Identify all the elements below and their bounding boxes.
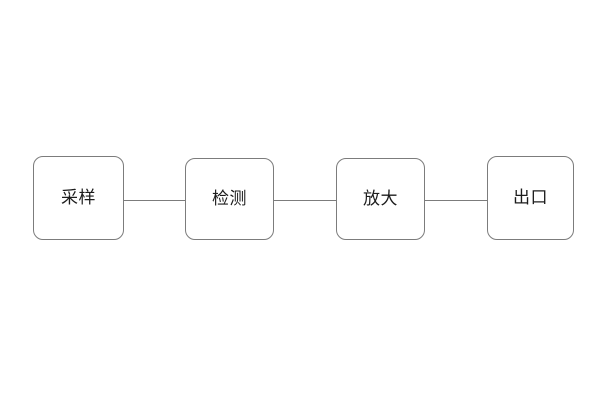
flow-node-label-amplification: 放大: [363, 188, 398, 209]
flow-node-amplification[interactable]: 放大: [336, 158, 425, 240]
flow-node-outlet[interactable]: 出口: [487, 156, 574, 240]
flow-node-label-sampling: 采样: [61, 187, 96, 208]
connector-detection-to-amplification: [274, 200, 336, 201]
flow-node-label-outlet: 出口: [513, 187, 548, 208]
flow-node-sampling[interactable]: 采样: [33, 156, 124, 240]
flow-node-label-detection: 检测: [212, 188, 247, 209]
connector-sampling-to-detection: [124, 200, 185, 201]
flow-node-detection[interactable]: 检测: [185, 158, 274, 240]
connector-amplification-to-outlet: [425, 200, 487, 201]
